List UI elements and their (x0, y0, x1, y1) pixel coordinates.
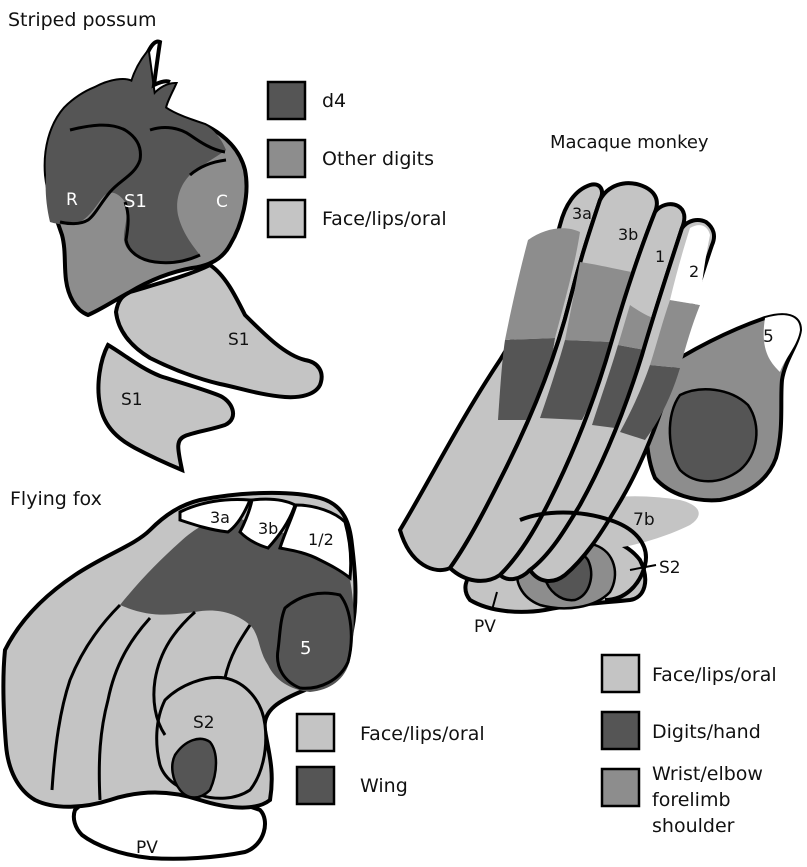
fox-label-s2: S2 (193, 713, 215, 733)
possum-label-c: C (216, 192, 228, 212)
fox-title: Flying fox (10, 488, 102, 510)
macaque-label-3b: 3b (618, 225, 638, 244)
macaque-label-1: 1 (655, 247, 665, 266)
legend-swatch-other-digits (268, 140, 305, 177)
legend-label-macaque-wrist: Wrist/elbow (652, 763, 763, 785)
legend-swatch-fox-face (297, 714, 334, 751)
fox-label-3b: 3b (258, 519, 278, 538)
possum-label-r: R (66, 190, 78, 210)
macaque-area5-digits (670, 389, 757, 481)
possum-label-s1-right: S1 (228, 330, 250, 350)
legend-label-fox-face: Face/lips/oral (360, 723, 485, 745)
macaque-legend: Face/lips/oral Digits/hand Wrist/elbow f… (602, 655, 777, 837)
macaque-label-2: 2 (689, 262, 699, 281)
fox-label-3a: 3a (210, 508, 230, 527)
macaque-label-pv: PV (474, 617, 496, 637)
legend-label-other-digits: Other digits (322, 148, 434, 170)
legend-swatch-macaque-wrist (602, 769, 639, 806)
possum-label-s1-lower: S1 (121, 390, 143, 410)
possum-title: Striped possum (8, 9, 156, 31)
fox-label-5: 5 (300, 638, 311, 659)
fox-label-pv: PV (136, 838, 158, 858)
fox-legend: Face/lips/oral Wing (297, 714, 485, 804)
legend-swatch-face (268, 200, 305, 237)
possum-legend: d4 Other digits Face/lips/oral (268, 82, 447, 237)
legend-label-macaque-forelimb: forelimb (652, 789, 731, 811)
legend-label-macaque-digits: Digits/hand (652, 721, 761, 743)
legend-swatch-macaque-digits (602, 712, 639, 749)
possum-label-s1-main: S1 (124, 191, 147, 212)
possum-panel: Striped possum R S1 C S1 S1 d4 Other dig… (8, 9, 447, 470)
legend-label-fox-wing: Wing (360, 775, 408, 797)
legend-swatch-d4 (268, 82, 305, 119)
macaque-label-5: 5 (763, 327, 774, 347)
legend-swatch-macaque-face (602, 655, 639, 692)
fox-area5-region (277, 593, 351, 688)
fox-label-12: 1/2 (308, 530, 334, 549)
macaque-label-7b: 7b (633, 510, 655, 530)
macaque-label-3a: 3a (572, 204, 592, 223)
macaque-label-s2: S2 (659, 558, 681, 578)
legend-label-macaque-shoulder: shoulder (652, 815, 735, 837)
legend-label-face: Face/lips/oral (322, 208, 447, 230)
legend-label-d4: d4 (322, 90, 346, 112)
legend-swatch-fox-wing (297, 767, 334, 804)
macaque-title: Macaque monkey (550, 132, 709, 153)
legend-label-macaque-face: Face/lips/oral (652, 664, 777, 686)
